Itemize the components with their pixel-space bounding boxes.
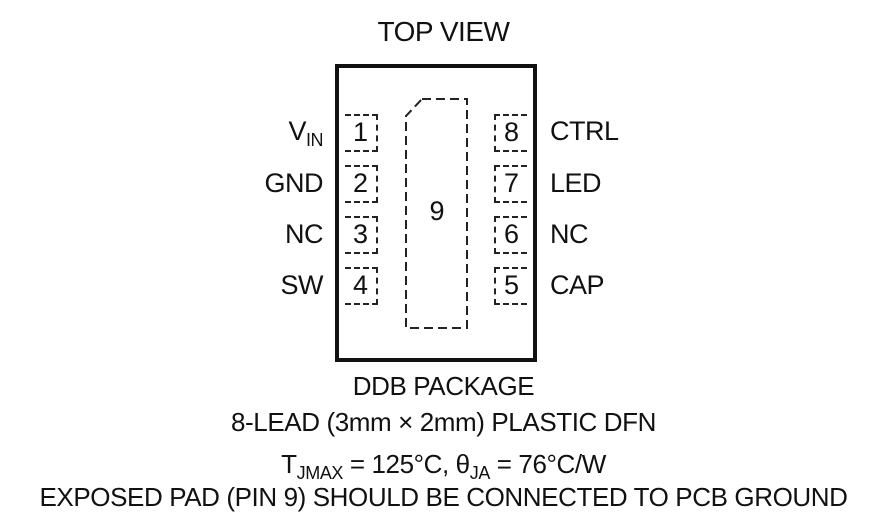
package-name: DDB PACKAGE (352, 371, 535, 401)
pin-7: 7 (494, 165, 527, 203)
pin-number: 1 (352, 117, 369, 147)
pin-number: 6 (503, 219, 520, 249)
pin-8-label: CTRL (550, 116, 619, 146)
exposed-pad: 9 (405, 98, 469, 330)
pin-2: 2 (345, 165, 378, 203)
package-description: 8-LEAD (3mm × 2mm) PLASTIC DFN (230, 407, 656, 437)
diagram-title: TOP VIEW (377, 16, 510, 47)
exposed-pad-note: EXPOSED PAD (PIN 9) SHOULD BE CONNECTED … (39, 482, 848, 512)
pin-number: 2 (352, 168, 369, 198)
pin-number: 3 (352, 219, 369, 249)
pin-number: 9 (429, 196, 445, 226)
thermal-spec: TJMAX = 125°C, θJA = 76°C/W (281, 449, 606, 483)
pin-3-label: NC (285, 219, 324, 249)
pin-5: 5 (494, 267, 527, 305)
pin-2-label: GND (264, 168, 324, 198)
pin-4: 4 (345, 267, 378, 305)
pin-7-label: LED (550, 168, 602, 198)
pin-number: 5 (503, 270, 520, 300)
pin-1-label: VIN (288, 116, 323, 150)
pin-4-label: SW (280, 270, 324, 300)
pin-1: 1 (345, 114, 378, 152)
pin-3: 3 (345, 216, 378, 254)
pin-number: 8 (503, 117, 520, 147)
pin-number: 7 (503, 168, 520, 198)
pin-6: 6 (494, 216, 527, 254)
pin-number: 4 (352, 270, 369, 300)
pin-8: 8 (494, 114, 527, 152)
package-outline: 1 2 3 4 8 7 6 5 9 (335, 64, 537, 362)
pin-5-label: CAP (550, 270, 605, 300)
pin-6-label: NC (550, 219, 589, 249)
exposed-pad-outline (405, 98, 468, 329)
